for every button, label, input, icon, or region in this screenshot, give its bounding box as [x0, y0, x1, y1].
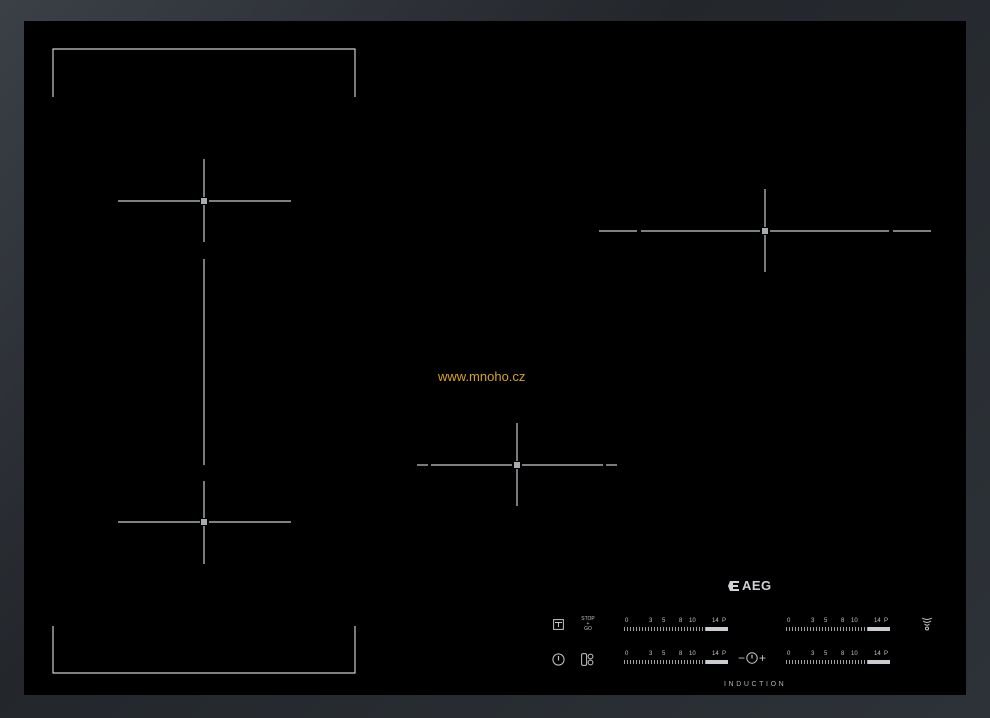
scale-label: 0	[625, 618, 629, 624]
timer-icon	[553, 619, 564, 630]
scale-label: 3	[649, 618, 653, 624]
slider-level	[706, 660, 728, 664]
scale-label: 5	[824, 618, 828, 624]
power-slider-rear-left[interactable]: 0 3 5 8 10 14 P	[624, 651, 728, 669]
induction-label: INDUCTION	[724, 681, 787, 688]
stop-go-line1: STOP	[581, 616, 595, 622]
stop-go-line2: +	[586, 621, 590, 627]
scale-label: 14	[712, 618, 719, 624]
scale-label: 8	[841, 651, 845, 657]
plus-button[interactable]: +	[759, 651, 767, 665]
brand-name: AEG	[742, 578, 772, 593]
hob2hood-button[interactable]	[921, 617, 933, 631]
slider-scale: 0 3 5 8 10 14 P	[786, 618, 890, 626]
slider-level	[868, 627, 890, 631]
slider-scale: 0 3 5 8 10 14 P	[624, 618, 728, 626]
scale-label: 14	[712, 651, 719, 657]
scale-label: P	[884, 651, 889, 657]
slider-track	[786, 627, 890, 631]
watermark-text: www.mnoho.cz	[438, 369, 526, 384]
slider-scale: 0 3 5 8 10 14 P	[786, 651, 890, 659]
slider-level	[706, 627, 728, 631]
scale-label: 5	[824, 651, 828, 657]
scale-label: 10	[851, 618, 858, 624]
slider-track	[624, 660, 728, 664]
scale-label: 5	[662, 651, 666, 657]
bridge-icon	[581, 653, 594, 666]
timer-button[interactable]	[553, 619, 564, 630]
slider-track	[786, 660, 890, 664]
slider-level	[868, 660, 890, 664]
scale-label: 3	[649, 651, 653, 657]
minus-button[interactable]: −	[738, 651, 746, 665]
clock-icon[interactable]	[746, 652, 758, 664]
scale-label: 8	[679, 618, 683, 624]
scale-label: P	[722, 618, 727, 624]
brand-logo: AEG	[728, 578, 772, 593]
scale-label: 3	[811, 618, 815, 624]
scale-label: 8	[841, 618, 845, 624]
timer-adjust-controls: − +	[738, 651, 766, 665]
glass-surface	[24, 21, 966, 695]
scale-label: P	[884, 618, 889, 624]
scale-label: 0	[787, 651, 791, 657]
aeg-logo-icon	[728, 580, 739, 591]
hob2hood-icon	[921, 617, 933, 631]
scale-label: 10	[689, 651, 696, 657]
power-slider-front-left[interactable]: 0 3 5 8 10 14 P	[624, 618, 728, 636]
power-button[interactable]	[552, 653, 565, 666]
stop-go-button[interactable]: STOP + GO	[578, 617, 598, 632]
scale-label: 0	[625, 651, 629, 657]
scale-label: 5	[662, 618, 666, 624]
scale-label: 10	[851, 651, 858, 657]
slider-track	[624, 627, 728, 631]
scale-label: 8	[679, 651, 683, 657]
scale-label: 14	[874, 651, 881, 657]
scale-label: 14	[874, 618, 881, 624]
power-slider-rear-right[interactable]: 0 3 5 8 10 14 P	[786, 651, 890, 669]
scale-label: 10	[689, 618, 696, 624]
slider-scale: 0 3 5 8 10 14 P	[624, 651, 728, 659]
stop-go-line3: GO	[584, 626, 592, 632]
power-icon	[552, 653, 565, 666]
power-slider-front-right[interactable]: 0 3 5 8 10 14 P	[786, 618, 890, 636]
bridge-button[interactable]	[581, 653, 594, 666]
scale-label: 0	[787, 618, 791, 624]
scale-label: P	[722, 651, 727, 657]
scale-label: 3	[811, 651, 815, 657]
